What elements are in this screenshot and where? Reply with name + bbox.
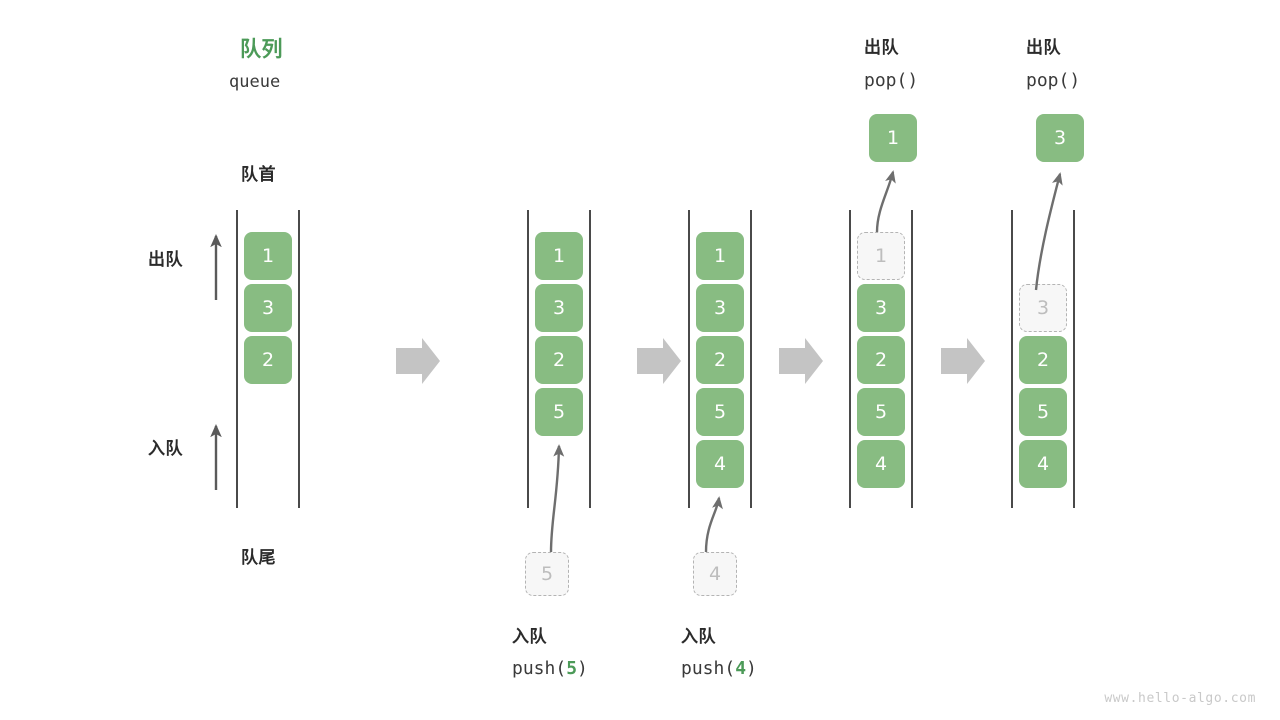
push5-code-prefix: push( <box>512 658 567 679</box>
pop3-caption-code: pop() <box>1026 70 1081 91</box>
rail-bar-left <box>688 210 690 508</box>
transition-arrow-icon <box>941 338 985 384</box>
queue-cell: 2 <box>696 336 744 384</box>
ghost-cell-push5: 5 <box>525 552 569 596</box>
queue-cell: 3 <box>857 284 905 332</box>
ghost-cell-pop3: 3 <box>1019 284 1067 332</box>
pop1-caption-code: pop() <box>864 70 919 91</box>
queue-cell: 5 <box>1019 388 1067 436</box>
push4-code-suffix: ) <box>746 658 757 679</box>
queue-cell: 4 <box>1019 440 1067 488</box>
dequeue-side-label: 出队 <box>148 250 183 270</box>
queue-cell-new: 5 <box>535 388 583 436</box>
ghost-cell-pop1: 1 <box>857 232 905 280</box>
push4-code-prefix: push( <box>681 658 736 679</box>
queue-rail-pop3 <box>1011 210 1075 508</box>
queue-cell: 4 <box>857 440 905 488</box>
transition-arrow-icon <box>396 338 440 384</box>
rail-bar-right <box>911 210 913 508</box>
ghost-cell-push4: 4 <box>693 552 737 596</box>
rail-bar-left <box>527 210 529 508</box>
push5-code-arg: 5 <box>566 658 578 679</box>
rail-bar-left <box>849 210 851 508</box>
push5-caption-code: push(5) <box>512 658 588 679</box>
rail-bar-right <box>750 210 752 508</box>
rail-bar-left <box>1011 210 1013 508</box>
pop1-caption-cn: 出队 <box>864 38 899 58</box>
queue-title-en: queue <box>229 72 281 92</box>
watermark: www.hello-algo.com <box>1104 691 1256 706</box>
queue-title-cn: 队列 <box>240 37 283 61</box>
queue-cell: 2 <box>535 336 583 384</box>
queue-cell: 2 <box>857 336 905 384</box>
queue-cell: 2 <box>244 336 292 384</box>
queue-cell: 3 <box>535 284 583 332</box>
queue-cell: 1 <box>244 232 292 280</box>
push4-caption-code: push(4) <box>681 658 757 679</box>
popped-cell-1: 1 <box>869 114 917 162</box>
push4-caption-cn: 入队 <box>681 627 716 647</box>
push5-caption-cn: 入队 <box>512 627 547 647</box>
push4-code-arg: 4 <box>735 658 747 679</box>
front-label: 队首 <box>241 165 276 185</box>
queue-rail-initial <box>236 210 300 508</box>
push5-code-suffix: ) <box>577 658 588 679</box>
pop3-caption-cn: 出队 <box>1026 38 1061 58</box>
queue-cell: 5 <box>857 388 905 436</box>
queue-cell: 3 <box>244 284 292 332</box>
queue-cell: 5 <box>696 388 744 436</box>
transition-arrow-icon <box>637 338 681 384</box>
queue-rail-push5 <box>527 210 591 508</box>
queue-cell: 3 <box>696 284 744 332</box>
rail-bar-right <box>1073 210 1075 508</box>
queue-cell: 1 <box>535 232 583 280</box>
queue-rail-push4 <box>688 210 752 508</box>
rail-bar-right <box>589 210 591 508</box>
popped-cell-3: 3 <box>1036 114 1084 162</box>
rail-bar-left <box>236 210 238 508</box>
queue-cell: 1 <box>696 232 744 280</box>
rear-label: 队尾 <box>241 548 276 568</box>
queue-cell-new: 4 <box>696 440 744 488</box>
enqueue-side-label: 入队 <box>148 439 183 459</box>
queue-cell: 2 <box>1019 336 1067 384</box>
rail-bar-right <box>298 210 300 508</box>
transition-arrow-icon <box>779 338 823 384</box>
queue-rail-pop1 <box>849 210 913 508</box>
